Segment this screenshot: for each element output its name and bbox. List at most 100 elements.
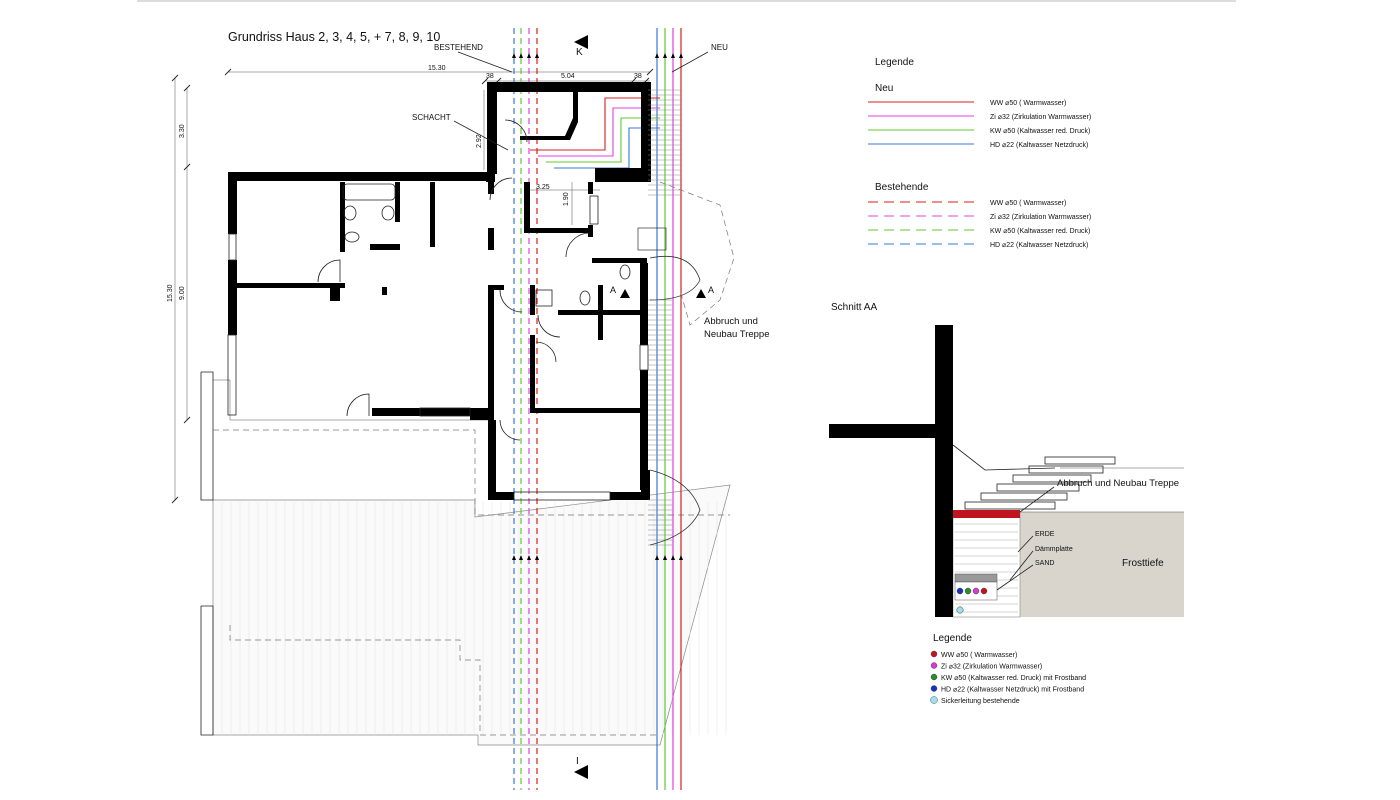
section-label-a-right: A (708, 285, 714, 295)
legend-new-label: KW ⌀50 (Kaltwasser red. Druck) (990, 128, 1090, 135)
section-title: Schnitt AA (831, 302, 877, 313)
dimension-lines (171, 68, 654, 504)
layer-sand: SAND (1035, 560, 1054, 567)
terrace-area (212, 484, 731, 746)
flow-arrow (527, 555, 531, 560)
frost-zone (1020, 512, 1184, 617)
flow-arrow (512, 53, 516, 58)
legend-bottom-label: Sickerleitung bestehende (941, 698, 1020, 705)
legend-bottom-label: HD ⌀22 (Kaltwasser Netzdruck) mit Frostb… (941, 687, 1084, 694)
stair-outline (659, 181, 735, 326)
flow-arrow (671, 555, 675, 560)
section-pipe (972, 587, 980, 595)
branch-pipe (538, 107, 660, 157)
legend-top-title: Legende (875, 57, 914, 68)
door-swings (317, 119, 591, 441)
dim-shaft-height: 2.92 (476, 134, 483, 148)
flow-arrow (663, 53, 667, 58)
legend-new-label: HD ⌀22 (Kaltwasser Netzdruck) (990, 142, 1088, 149)
section-pipe (964, 587, 972, 595)
dim-seg-top: 3.30 (179, 124, 186, 138)
flow-arrow (671, 53, 675, 58)
section-step (980, 492, 1068, 501)
windows (227, 195, 649, 501)
flow-arrow (655, 555, 659, 560)
drain-pipe (956, 606, 964, 614)
stair-curve (649, 255, 701, 301)
section-pipe (980, 587, 988, 595)
section-mark-top: K (576, 47, 583, 58)
flow-arrow (519, 555, 523, 560)
flow-arrow (535, 555, 539, 560)
walls (228, 82, 651, 500)
legend-bottom-swatch (930, 650, 938, 658)
legend-new-label: Zi ⌀32 (Zirkulation Warmwasser) (990, 114, 1091, 121)
section-markers (453, 35, 709, 779)
sanitary-fixtures (342, 183, 631, 307)
legend-existing-label: Zi ⌀32 (Zirkulation Warmwasser) (990, 214, 1091, 221)
section-mark-bottom: I (576, 756, 579, 767)
section-step (1012, 474, 1092, 483)
label-shaft: SCHACHT (412, 113, 451, 122)
flow-arrow (663, 555, 667, 560)
legend-bottom: Legende WW ⌀50 ( Warmwasser) Zi ⌀32 (Zirk… (930, 633, 1086, 705)
section-step (1028, 465, 1104, 474)
plan-title: Grundriss Haus 2, 3, 4, 5, + 7, 8, 9, 10 (228, 30, 440, 44)
stair-note-line1: Abbruch und (704, 316, 758, 327)
branch-pipe (530, 97, 660, 151)
flow-arrow (512, 555, 516, 560)
landing (637, 227, 667, 251)
legend-new-label: WW ⌀50 ( Warmwasser) (990, 100, 1066, 107)
flow-arrow (519, 53, 523, 58)
branch-pipe (546, 117, 660, 163)
balcony-outline (200, 371, 730, 736)
layer-insulation: Dämmplatte (1035, 546, 1073, 553)
dim-seg-mid: 5.04 (561, 73, 575, 80)
legend-bottom-swatch (930, 673, 938, 681)
layer-earth: ERDE (1035, 531, 1055, 538)
section-stair-note: Abbruch und Neubau Treppe (1057, 478, 1179, 489)
legend-existing-label: KW ⌀50 (Kaltwasser red. Druck) (990, 228, 1090, 235)
fill-zone (952, 511, 1021, 618)
section-aa: Schnitt AA Abbruch und Neubau Treppe ERD… (829, 302, 1184, 618)
section-pipe (956, 587, 964, 595)
section-label-a-left: A (610, 285, 616, 295)
legend-bottom-swatch (930, 696, 938, 704)
stair-curve (649, 469, 701, 546)
legend-bottom-title: Legende (933, 633, 972, 644)
flow-arrow (655, 53, 659, 58)
section-step (996, 483, 1080, 492)
dim-seg-main: 9.00 (179, 286, 186, 300)
section-step (964, 501, 1056, 510)
legend-bottom-swatch (930, 685, 938, 692)
label-new: NEU (711, 43, 728, 52)
legend-existing-label: HD ⌀22 (Kaltwasser Netzdruck) (990, 242, 1088, 249)
legend-top: Legende Neu Bestehende WW ⌀50 ( Warmwass… (868, 57, 1091, 249)
dim-total-width: 15.30 (428, 65, 446, 72)
stair-note-line2: Neubau Treppe (704, 329, 770, 340)
stairs (637, 89, 701, 546)
flow-arrow (527, 53, 531, 58)
dim-seg-right: 38 (634, 73, 642, 80)
dim-shaft-width: 3.25 (536, 184, 550, 191)
legend-existing-label: WW ⌀50 ( Warmwasser) (990, 200, 1066, 207)
legend-existing-heading: Bestehende (875, 182, 929, 193)
flow-arrow (679, 555, 683, 560)
section-stair-outline (952, 444, 1056, 471)
flow-arrow (679, 53, 683, 58)
section-step (1044, 456, 1116, 465)
dim-seg-left: 38 (486, 73, 494, 80)
legend-bottom-label: KW ⌀50 (Kaltwasser red. Druck) mit Frost… (941, 675, 1086, 682)
legend-bottom-swatch (930, 662, 938, 669)
legend-bottom-label: Zi ⌀32 (Zirkulation Warmwasser) (941, 664, 1042, 671)
label-existing: BESTEHEND (434, 43, 483, 52)
frost-label: Frosttiefe (1122, 558, 1164, 569)
insulation-top (953, 510, 1020, 518)
dim-total-height: 15.30 (167, 284, 174, 302)
pipe-bed (954, 573, 998, 583)
legend-new-heading: Neu (875, 83, 893, 94)
dim-shaft-depth: 1.90 (563, 192, 570, 206)
legend-bottom-label: WW ⌀50 ( Warmwasser) (941, 652, 1017, 659)
